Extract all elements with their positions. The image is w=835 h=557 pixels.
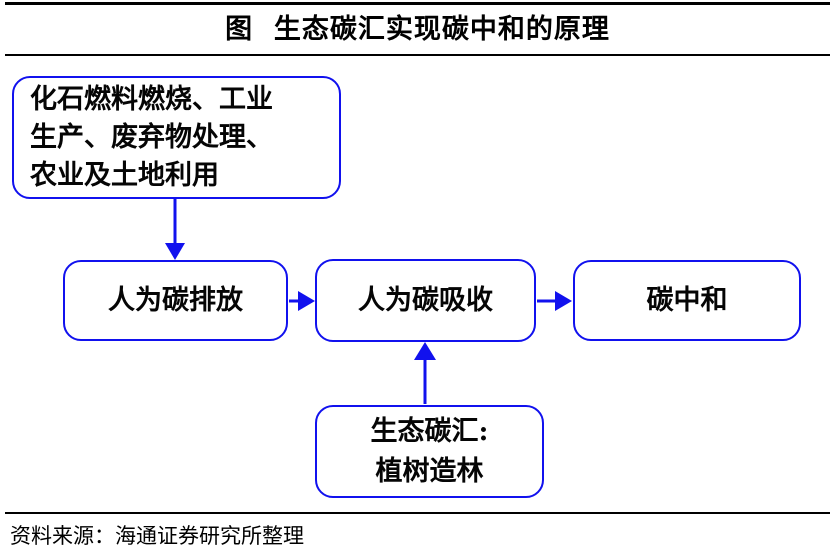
page-title: 图 生态碳汇实现碳中和的原理 — [225, 14, 610, 45]
node-carbon-neutrality[interactable]: 碳中和 — [573, 260, 801, 341]
node-emission-sources[interactable]: 化石燃料燃烧、工业 生产、废弃物处理、 农业及土地利用 — [12, 76, 341, 199]
node-neutrality-label: 碳中和 — [646, 284, 728, 316]
source-note: 资料来源：海通证券研究所整理 — [10, 524, 304, 548]
edge-ecosink-to-absorption — [414, 342, 436, 404]
node-sources-line-3: 农业及土地利用 — [30, 159, 219, 191]
node-sources-line-2: 生产、废弃物处理、 — [30, 121, 273, 153]
node-ecosink-line-1: 生态碳汇: — [370, 415, 489, 447]
node-sources-line-1: 化石燃料燃烧、工业 — [30, 83, 273, 115]
node-absorption-label: 人为碳吸收 — [358, 284, 493, 316]
node-ecological-carbon-sink[interactable]: 生态碳汇: 植树造林 — [315, 405, 544, 498]
title-rule-top — [5, 2, 830, 5]
node-ecosink-line-2: 植树造林 — [375, 455, 484, 487]
node-anthropogenic-emission[interactable]: 人为碳排放 — [63, 260, 288, 341]
edge-absorption-to-neutrality — [537, 291, 572, 311]
edge-sources-to-emission — [165, 199, 185, 260]
footer-rule — [5, 512, 830, 514]
title-rule-bottom — [5, 54, 830, 56]
edge-emission-to-absorption — [289, 291, 315, 311]
node-anthropogenic-absorption[interactable]: 人为碳吸收 — [315, 259, 536, 342]
node-emission-label: 人为碳排放 — [108, 284, 243, 316]
